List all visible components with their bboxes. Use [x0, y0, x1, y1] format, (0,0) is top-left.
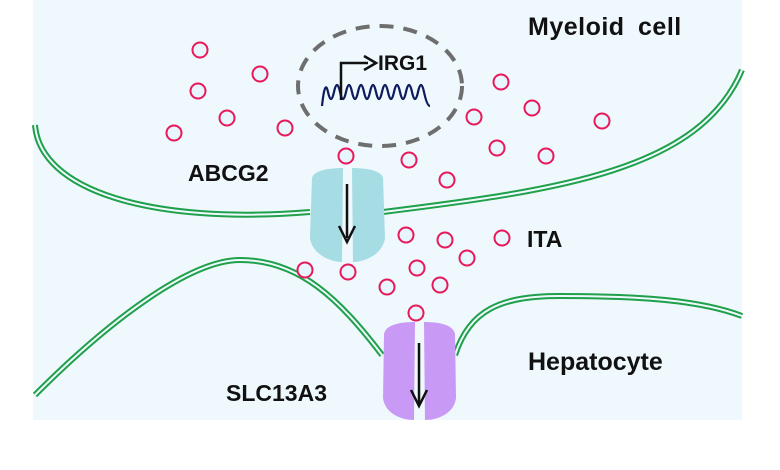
- ita-molecule: [537, 147, 555, 165]
- ita-molecule: [488, 139, 506, 157]
- transcription-start-arrow-icon: [339, 54, 379, 100]
- myeloid-membrane: [32, 68, 745, 218]
- ita-molecule: [165, 124, 183, 142]
- myeloid-cell-label: Myeloid cell: [528, 13, 682, 41]
- ita-molecule: [218, 109, 236, 127]
- ita-molecule: [593, 112, 611, 130]
- ita-molecule: [492, 73, 510, 91]
- ita-molecule: [431, 276, 449, 294]
- ita-molecule: [397, 226, 415, 244]
- hepatocyte-membrane: [32, 256, 744, 398]
- ita-molecule: [337, 147, 355, 165]
- ita-molecule: [189, 82, 207, 100]
- abcg2-transporter-icon: [310, 168, 385, 262]
- ita-molecule: [400, 151, 418, 169]
- hepatocyte-label: Hepatocyte: [528, 348, 663, 376]
- abcg2-label: ABCG2: [188, 160, 269, 186]
- nucleus-outline: [296, 24, 464, 148]
- irg1-gene-dna-icon: [320, 83, 431, 108]
- ita-molecule: [276, 119, 294, 137]
- ita-molecule: [296, 261, 314, 279]
- ita-molecule: [493, 229, 511, 247]
- ita-molecule: [465, 108, 483, 126]
- ita-molecule: [191, 41, 209, 59]
- ita-molecule: [378, 278, 396, 296]
- ita-label: ITA: [527, 226, 563, 252]
- irg1-gene-label: IRG1: [378, 52, 428, 75]
- slc13a3-transporter-icon: [383, 322, 456, 420]
- ita-molecule: [339, 263, 357, 281]
- ita-molecule: [408, 259, 426, 277]
- slc13a3-label: SLC13A3: [226, 380, 327, 406]
- ita-molecule: [251, 65, 269, 83]
- itaconate-molecules: [165, 41, 611, 322]
- ita-molecule: [523, 99, 541, 117]
- ita-molecule: [407, 304, 425, 322]
- ita-molecule: [458, 249, 476, 267]
- ita-molecule: [436, 231, 454, 249]
- ita-molecule: [438, 171, 456, 189]
